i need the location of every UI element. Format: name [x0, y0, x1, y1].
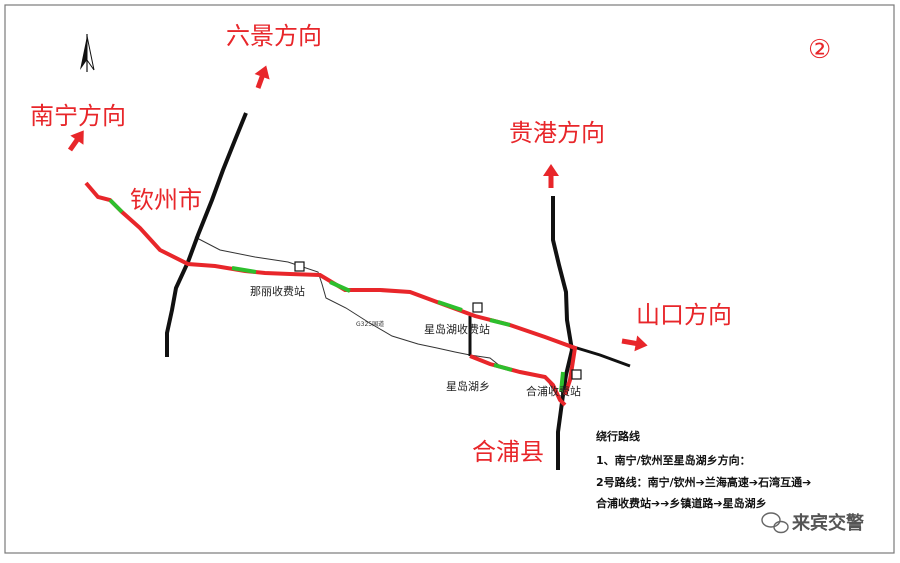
- legend-line-2: 2号路线：南宁/钦州➔兰海高速➔石湾互通➔: [596, 475, 811, 489]
- north-arrow-icon: [80, 34, 95, 72]
- label-hepu: 合浦县: [472, 438, 544, 466]
- label-naji-toll: 那丽收费站: [250, 284, 305, 298]
- label-road-code: G325国道: [356, 320, 384, 328]
- segment-2: [231, 266, 257, 274]
- map-frame: [4, 4, 895, 554]
- toll-marker-naji: [294, 261, 305, 272]
- arrow-liujing-icon: [254, 65, 270, 89]
- label-xingdaohu-toll: 星岛湖收费站: [424, 322, 490, 336]
- watermark-text: 来宾交警: [791, 512, 864, 534]
- segment-7: [559, 371, 565, 393]
- detour-route: [84, 181, 578, 396]
- label-xingdaohu-town: 星岛湖乡: [446, 379, 490, 393]
- segment-3: [329, 280, 351, 293]
- segment-6: [493, 363, 513, 372]
- highway-liujing: [165, 112, 248, 357]
- label-liujing-direction: 六景方向: [226, 22, 322, 50]
- label-qinzhou: 钦州市: [130, 186, 202, 214]
- detour-route-south: [469, 354, 567, 407]
- panel-number: ②: [808, 35, 831, 65]
- toll-marker-hepu: [571, 369, 582, 380]
- arrow-guigang-icon: [543, 164, 559, 188]
- legend-line-3: 合浦收费站➔➔乡镇道路➔星岛湖乡: [596, 496, 767, 510]
- label-hepu-toll: 合浦收费站: [526, 384, 581, 398]
- segment-5: [489, 318, 511, 327]
- segment-1: [108, 198, 124, 214]
- label-guigang-direction: 贵港方向: [509, 119, 605, 147]
- segment-4: [437, 300, 463, 312]
- legend-title: 绕行路线: [596, 429, 640, 443]
- g325-road: [194, 236, 501, 367]
- label-nanning-direction: 南宁方向: [30, 102, 126, 130]
- arrow-shankou-icon: [621, 335, 648, 352]
- label-shankou-direction: 山口方向: [636, 301, 732, 329]
- arrow-nanning-icon: [67, 130, 84, 152]
- highway-guigang: [551, 196, 575, 470]
- toll-marker-xingdaohu: [472, 302, 483, 313]
- wechat-icon: [761, 512, 789, 534]
- legend-line-1: 1、南宁/钦州至星岛湖乡方向：: [596, 453, 751, 467]
- highway-shankou: [566, 343, 631, 368]
